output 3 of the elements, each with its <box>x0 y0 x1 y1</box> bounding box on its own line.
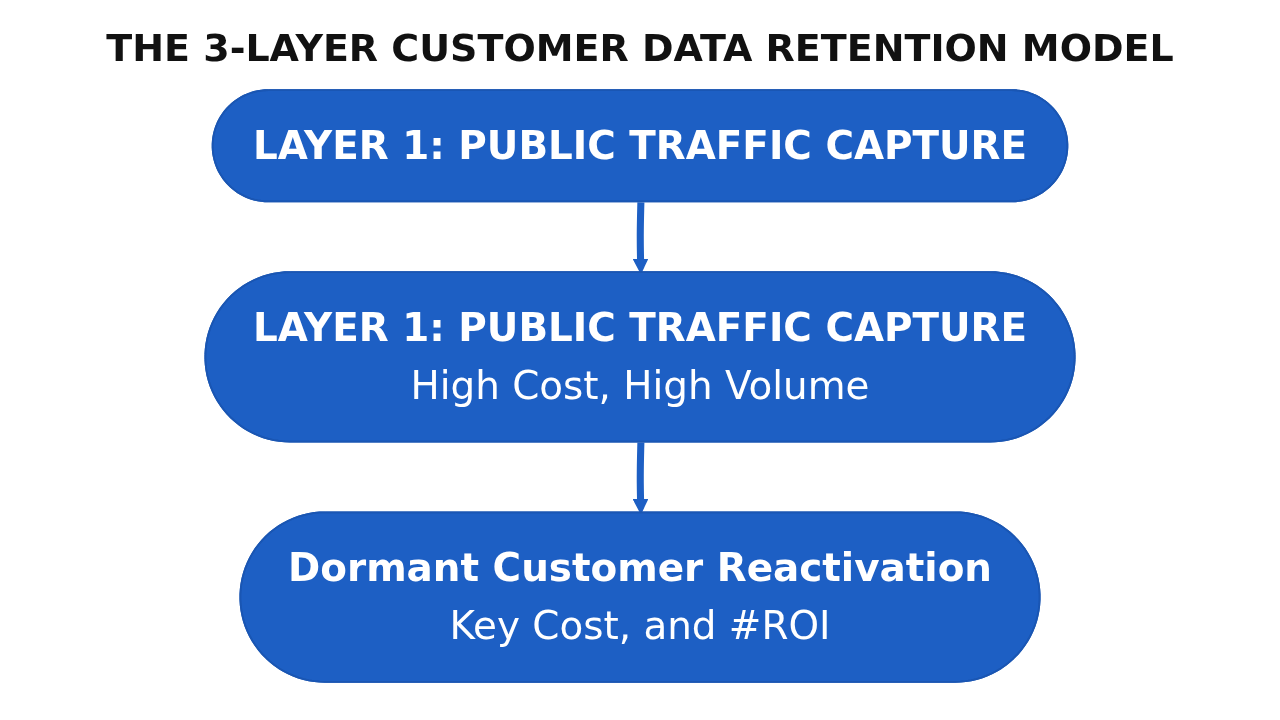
arrow <box>632 202 649 274</box>
arrow <box>632 442 649 514</box>
diagram-title: THE 3-LAYER CUSTOMER DATA RETENTION MODEL <box>105 25 1175 72</box>
